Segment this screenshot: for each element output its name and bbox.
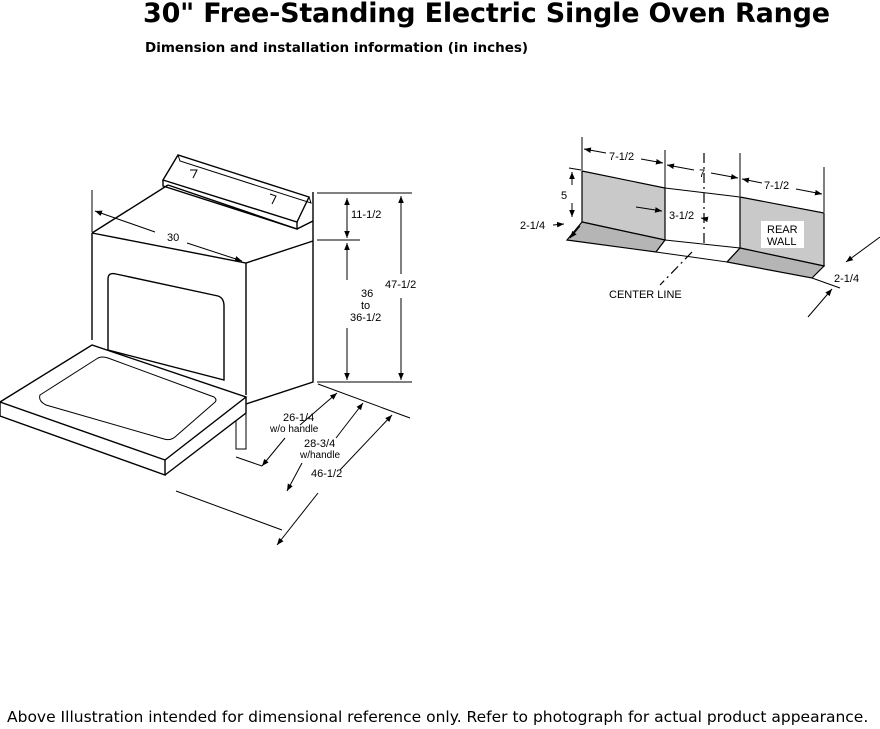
dim-floor-left-label: 2-1/4 [520,220,545,232]
dim-cooktop-height-label-2: to [361,300,370,312]
rear-wall-label-1: REAR [767,224,798,236]
range-dimensions: 30 11-1/2 36 to 36-1/2 47-1/2 26-1/4 w/o… [91,190,416,546]
dim-center-gap-label: 7 [699,168,705,180]
dim-overall-height-label: 47-1/2 [385,279,416,291]
dim-depth-handle-label-2: w/handle [299,450,340,461]
dim-right-panel-label: 7-1/2 [764,180,789,192]
wall-dimensions: 7-1/2 7 7-1/2 5 3-1/2 2-1/4 2-1/4 [520,137,880,318]
rear-wall-label-2: WALL [767,236,797,248]
dim-cooktop-height-label-3: 36-1/2 [350,312,381,324]
dim-height-label: 5 [561,190,567,202]
page-title: 30" Free-Standing Electric Single Oven R… [143,0,830,29]
page-subtitle: Dimension and installation information (… [145,40,529,56]
dim-left-panel-label: 7-1/2 [609,151,634,163]
dim-cooktop-height-label-1: 36 [361,288,373,300]
dim-depth-open-label: 46-1/2 [311,468,342,480]
dim-backguard-label: 11-1/2 [351,209,381,221]
dim-floor-right-label: 2-1/4 [834,273,859,285]
center-line-label: CENTER LINE [609,289,682,301]
dim-width-label: 30 [167,232,179,244]
wall-illustration [565,153,826,286]
dim-depth-no-handle-label-2: w/o handle [269,424,319,435]
dim-depth-no-handle-label-1: 26-1/4 [283,412,314,424]
dim-center-offset-label: 3-1/2 [669,210,694,222]
dim-depth-handle-label-1: 28-3/4 [304,438,335,450]
range-illustration [0,154,314,476]
footer-disclaimer: Above Illustration intended for dimensio… [7,708,869,726]
